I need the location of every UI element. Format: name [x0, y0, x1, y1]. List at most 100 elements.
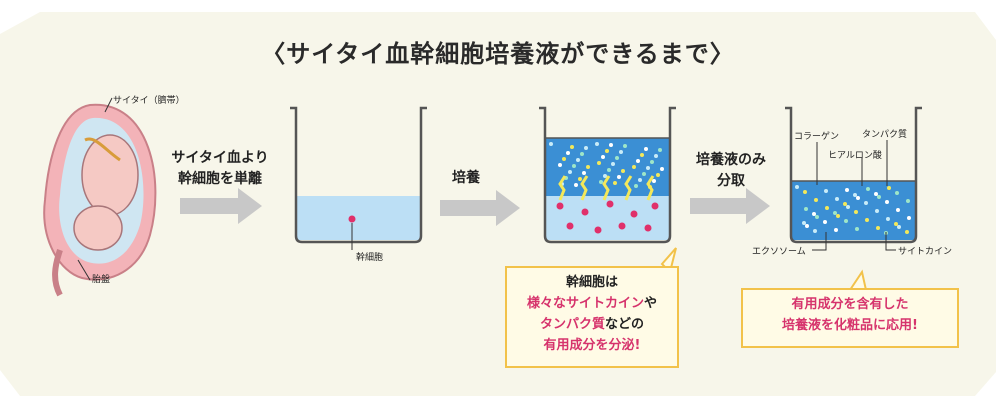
medium-particle — [804, 207, 808, 211]
medium-particle — [874, 192, 878, 196]
medium-particle — [896, 208, 900, 212]
secreted-particle — [599, 180, 603, 184]
secreted-particle — [619, 150, 623, 154]
secreted-particle — [605, 149, 609, 153]
medium-particle — [795, 185, 799, 189]
medium-particle — [864, 201, 868, 205]
secreted-particle — [609, 143, 613, 147]
medium-particle — [906, 199, 910, 203]
secreted-particle — [574, 183, 578, 187]
medium-particle — [834, 228, 838, 232]
medium-particle — [835, 197, 839, 201]
medium-particle — [907, 216, 911, 220]
medium-particle — [844, 219, 848, 223]
stem-cell — [581, 208, 589, 216]
secreted-particle — [570, 145, 574, 149]
step-separate-line1: 培養液のみ — [696, 152, 766, 168]
secreted-particle — [632, 165, 636, 169]
label-umbilical-cord: サイタイ（臍帯） — [113, 96, 185, 106]
callout-left-line2-pink: 様々なサイトカイン — [526, 296, 644, 311]
stem-cell — [556, 202, 564, 210]
stem-cell — [651, 202, 659, 210]
medium-particle — [855, 227, 859, 231]
label-hyaluronic-acid: ヒアルロン酸 — [828, 151, 882, 161]
secreted-particle — [566, 151, 570, 155]
secreted-particle — [607, 168, 611, 172]
secreted-particle — [658, 148, 662, 152]
stem-cell — [566, 222, 574, 230]
stem-cell — [618, 222, 626, 230]
medium-particle — [812, 212, 816, 216]
medium-particle — [854, 210, 858, 214]
secreted-particle — [621, 169, 625, 173]
secreted-particle — [636, 159, 640, 163]
cytokine-sprout-icon — [602, 175, 611, 201]
secreted-particle — [617, 175, 621, 179]
callout-left-line2: 様々なサイトカインや — [507, 293, 677, 314]
secreted-particle — [558, 163, 562, 167]
secreted-particle — [656, 173, 660, 177]
secreted-particle — [584, 146, 588, 150]
secreted-particle — [660, 167, 664, 171]
medium-particle — [877, 195, 881, 199]
secreted-particle — [640, 153, 644, 157]
medium-particle — [825, 206, 829, 210]
label-protein: タンパク質 — [862, 130, 908, 140]
label-placenta: 胎盤 — [92, 275, 111, 285]
secreted-particle — [642, 172, 646, 176]
step-isolate-label: サイタイ血より 幹細胞を単離 — [170, 148, 270, 190]
secreted-particle — [582, 171, 586, 175]
cytokine-sprout-icon — [624, 175, 633, 201]
secreted-particle — [549, 142, 553, 146]
secreted-particle — [576, 158, 580, 162]
secreted-particle — [578, 177, 582, 181]
secreted-particle — [652, 179, 656, 183]
callout-left-line1: 幹細胞は — [565, 275, 618, 290]
step-separate-label: 培養液のみ 分取 — [686, 150, 776, 192]
medium-particle — [823, 220, 827, 224]
label-stem-cell: 幹細胞 — [356, 253, 384, 263]
medium-particle — [802, 221, 806, 225]
medium-particle — [813, 229, 817, 233]
secreted-particle — [601, 155, 605, 159]
step-culture-label: 培養 — [452, 170, 480, 186]
callout-right: 有用成分を含有した 培養液を化粧品に応用! — [741, 288, 959, 348]
cytokine-sprout-icon — [580, 175, 589, 201]
secreted-particle — [580, 152, 584, 156]
medium-particle — [833, 211, 837, 215]
medium-particle — [865, 218, 869, 222]
medium-particle — [885, 200, 889, 204]
stem-cell — [644, 224, 652, 232]
medium-particle — [887, 186, 891, 190]
callout-left-line3: タンパク質などの — [507, 314, 677, 335]
secreted-particle — [562, 157, 566, 161]
callout-right-line2: 培養液を化粧品に応用! — [782, 318, 918, 333]
secreted-particle — [654, 154, 658, 158]
secreted-particle — [623, 144, 627, 148]
diagram-title: 〈サイタイ血幹細胞培養液ができるまで〉 — [261, 40, 735, 68]
medium-particle — [814, 198, 818, 202]
medium-particle — [805, 224, 809, 228]
label-cytokine: サイトカイン — [898, 247, 953, 257]
label-collagen: コラーゲン — [794, 132, 840, 142]
secreted-particle — [646, 166, 650, 170]
medium-particle — [853, 193, 857, 197]
medium-particle — [836, 214, 840, 218]
medium-particle — [846, 205, 850, 209]
medium-particle — [876, 226, 880, 230]
secreted-particle — [650, 160, 654, 164]
callout-right-line1: 有用成分を含有した — [791, 297, 909, 312]
secreted-particle — [572, 164, 576, 168]
secreted-particle — [615, 156, 619, 160]
step-isolate-line2: 幹細胞を単離 — [178, 171, 262, 187]
medium-particle — [856, 196, 860, 200]
medium-particle — [894, 222, 898, 226]
stem-cell — [606, 200, 614, 208]
secreted-particle — [611, 162, 615, 166]
stem-cell — [630, 210, 638, 218]
secreted-particle — [568, 170, 572, 174]
